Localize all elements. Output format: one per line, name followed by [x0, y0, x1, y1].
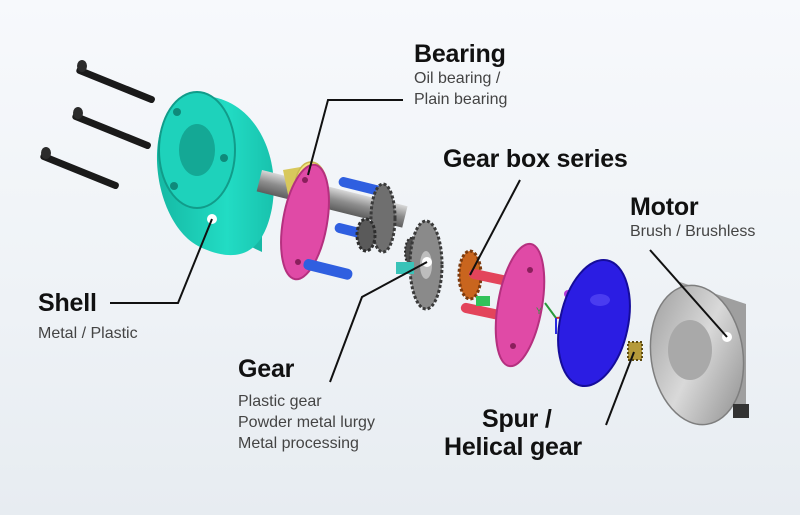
gearbox-title: Gear box series	[443, 145, 628, 173]
label-shell: Shell Metal / Plastic	[38, 289, 138, 344]
rear-plate	[494, 242, 546, 368]
leader-lines	[110, 99, 728, 426]
screw-middle	[72, 107, 151, 150]
axis-y-label: Y	[536, 306, 542, 316]
front-plate	[280, 163, 330, 281]
motor-title: Motor	[630, 193, 699, 221]
motor-part	[649, 282, 749, 426]
bearing-title: Bearing	[414, 40, 506, 68]
screw-top	[76, 60, 155, 104]
spur-title-line-2: Helical gear	[444, 433, 582, 461]
label-gearbox: Gear box series	[443, 145, 628, 173]
shell-part	[156, 91, 274, 256]
gearbox-leader	[469, 179, 521, 276]
shell-title: Shell	[38, 289, 97, 317]
spur-leader	[605, 351, 635, 426]
shell-leader	[110, 218, 213, 304]
bearing-desc-line-1: Oil bearing /	[414, 70, 501, 87]
spur-gear-part	[627, 341, 643, 361]
label-gear: Gear Plastic gear Powder metal lurgy Met…	[238, 355, 375, 454]
gear-desc-line-2: Powder metal lurgy	[238, 414, 375, 431]
screws	[40, 60, 155, 190]
shell-desc-line-1: Metal / Plastic	[38, 325, 138, 342]
bearing-desc-line-2: Plain bearing	[414, 91, 508, 108]
gear-desc-line-1: Plastic gear	[238, 393, 322, 410]
label-spur: Spur / Helical gear	[444, 405, 582, 461]
gear-desc-line-3: Metal processing	[238, 435, 359, 452]
label-motor: Motor Brush / Brushless	[630, 193, 755, 242]
bearing-leader	[307, 99, 403, 176]
screw-bottom	[40, 147, 119, 190]
label-bearing: Bearing Oil bearing / Plain bearing	[414, 40, 507, 110]
gear-title: Gear	[238, 355, 295, 383]
motor-leader	[649, 249, 728, 338]
motor-desc-line-1: Brush / Brushless	[630, 223, 756, 240]
gear-stack	[355, 182, 444, 311]
spur-title-line-1: Spur /	[482, 405, 552, 433]
gear-leader	[329, 261, 428, 383]
motor-cap	[557, 259, 631, 387]
